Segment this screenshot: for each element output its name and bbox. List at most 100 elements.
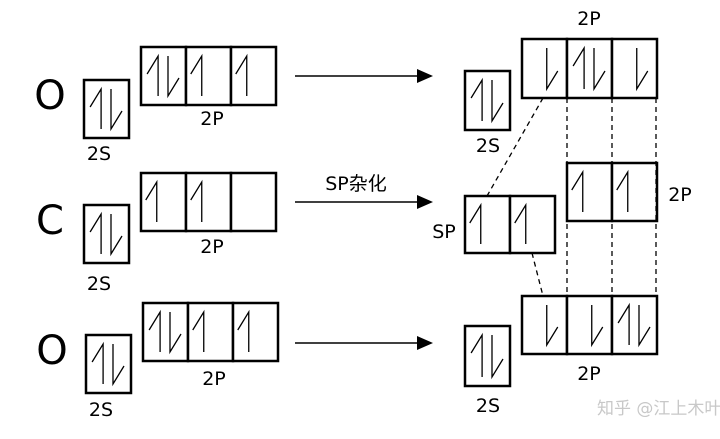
arrow-bottom xyxy=(295,336,433,350)
result-sp-1 xyxy=(508,194,557,255)
orbital-box xyxy=(610,161,659,223)
atom-symbol: O xyxy=(34,73,65,119)
arrow-top xyxy=(295,69,433,83)
orbital-2p-2 xyxy=(229,171,278,233)
orbital-box xyxy=(565,161,614,223)
label-2s: 2S xyxy=(476,135,500,157)
orbital-2s xyxy=(82,78,131,140)
spin-up-icon xyxy=(146,53,159,96)
spin-up-icon xyxy=(235,53,248,96)
label-2p: 2P xyxy=(200,236,224,258)
spin-down-icon xyxy=(491,335,504,380)
arrow-middle xyxy=(295,195,433,209)
spin-down-icon xyxy=(110,89,123,132)
orbital-box xyxy=(141,301,190,363)
orbital-box xyxy=(82,203,131,265)
spin-down-icon xyxy=(169,312,182,355)
spin-up-icon xyxy=(190,179,203,222)
orbital-box xyxy=(610,294,659,356)
spin-up-icon xyxy=(469,202,482,244)
label-2p: 2P xyxy=(202,368,226,390)
orbital-2p-1 xyxy=(184,45,233,107)
atom-symbol: O xyxy=(36,328,67,374)
spin-up-icon xyxy=(89,211,102,254)
orbital-2p-1 xyxy=(186,301,235,363)
orbital-box xyxy=(565,37,614,100)
result-top-2p-2 xyxy=(610,37,659,100)
orbital-box xyxy=(229,171,278,233)
orbital-box xyxy=(184,171,233,233)
spin-up-icon xyxy=(237,309,250,352)
result-bottom-2p-2 xyxy=(610,294,659,356)
spin-down-icon xyxy=(167,56,180,99)
result-bottom-2p-0 xyxy=(520,294,569,356)
watermark: 知乎 @江上木叶 xyxy=(597,399,720,419)
result-sp-0 xyxy=(463,194,512,255)
result-mid-2p-1 xyxy=(610,161,659,223)
orbital-box xyxy=(82,78,131,140)
spin-down-icon xyxy=(593,48,606,92)
orbital-box xyxy=(186,301,235,363)
spin-down-icon xyxy=(546,305,559,348)
label-sp: SP xyxy=(432,221,456,243)
spin-down-icon xyxy=(110,214,123,257)
spin-up-icon xyxy=(470,77,483,121)
orbital-box xyxy=(463,194,512,255)
orbital-box xyxy=(231,301,280,363)
orbital-box xyxy=(463,69,512,132)
label-2s: 2S xyxy=(87,143,111,165)
orbital-box xyxy=(610,37,659,100)
spin-down-icon xyxy=(638,305,651,348)
orbital-2p-0 xyxy=(139,171,188,233)
orbital-box xyxy=(520,37,569,100)
orbital-2p-2 xyxy=(229,45,278,107)
label-2p: 2P xyxy=(200,108,224,130)
orbital-2p-0 xyxy=(139,45,188,107)
label-2s: 2S xyxy=(476,395,500,417)
result-bottom-2p-1 xyxy=(565,294,614,356)
orbital-box xyxy=(565,294,614,356)
spin-up-icon xyxy=(192,309,205,352)
orbital-2p-1 xyxy=(184,171,233,233)
spin-down-icon xyxy=(591,305,604,348)
result-top-2p-1 xyxy=(565,37,614,100)
orbital-box xyxy=(184,45,233,107)
result-top-2s xyxy=(463,69,512,132)
orbital-2s xyxy=(82,203,131,265)
label-2s: 2S xyxy=(89,399,113,421)
orbital-box xyxy=(463,324,512,388)
orbital-box xyxy=(139,45,188,107)
result-mid-2p-0 xyxy=(565,161,614,223)
label-2p: 2P xyxy=(577,8,601,30)
spin-up-icon xyxy=(616,169,629,212)
orbital-2s xyxy=(84,333,133,395)
spin-up-icon xyxy=(572,45,585,89)
dashed-connectors xyxy=(486,97,657,297)
result-bottom-2s xyxy=(463,324,512,388)
spin-down-icon xyxy=(636,48,649,92)
atom-symbol: C xyxy=(36,198,64,244)
orbital-2p-2 xyxy=(231,301,280,363)
label-2p: 2P xyxy=(668,184,692,206)
spin-up-icon xyxy=(571,169,584,212)
spin-up-icon xyxy=(145,179,158,222)
spin-up-icon xyxy=(470,332,483,377)
result-top-2p-0 xyxy=(520,37,569,100)
orbital-box xyxy=(139,171,188,233)
orbital-box xyxy=(229,45,278,107)
spin-up-icon xyxy=(89,86,102,129)
hybridization-label: SP杂化 xyxy=(325,173,387,195)
spin-up-icon xyxy=(617,302,630,345)
spin-down-icon xyxy=(112,344,125,387)
spin-up-icon xyxy=(91,341,104,384)
spin-up-icon xyxy=(148,309,161,352)
orbital-box xyxy=(520,294,569,356)
spin-down-icon xyxy=(491,80,504,124)
label-2s: 2S xyxy=(87,273,111,295)
label-2p: 2P xyxy=(577,363,601,385)
orbital-2p-0 xyxy=(141,301,190,363)
spin-up-icon xyxy=(514,202,527,244)
spin-up-icon xyxy=(190,53,203,96)
orbital-box xyxy=(508,194,557,255)
